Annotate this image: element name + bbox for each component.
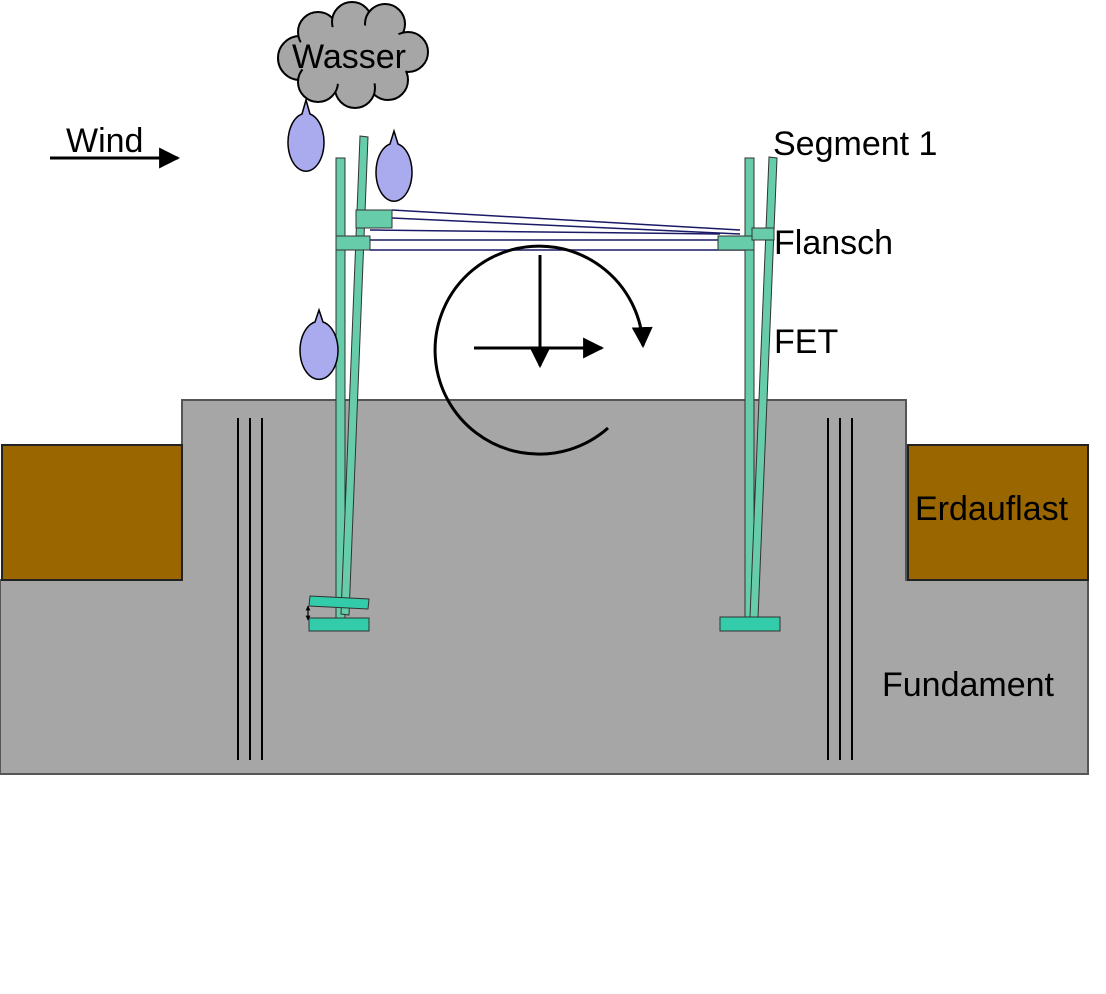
left-foot-plate — [308, 617, 370, 632]
right-flange — [717, 235, 755, 251]
rotation-arrow-icon — [433, 244, 653, 456]
right-flange-upper — [751, 227, 775, 241]
water-drop-icon — [375, 128, 413, 203]
soil-right — [907, 444, 1089, 581]
left-foot-plate-tilted — [308, 595, 370, 610]
anchor-lines-right — [827, 418, 853, 760]
label-wind: Wind — [66, 122, 143, 160]
left-flange-upper — [355, 209, 393, 229]
label-erdauflast: Erdauflast — [915, 490, 1069, 528]
left-flange — [335, 235, 371, 251]
tower-segment-lines — [369, 209, 750, 251]
label-wasser: Wasser — [292, 38, 406, 76]
label-fet: FET — [774, 323, 838, 361]
water-drop-icon — [287, 97, 325, 173]
anchor-lines-left — [237, 418, 263, 760]
right-foot-plate — [719, 616, 781, 632]
label-flansch: Flansch — [774, 224, 893, 262]
label-segment: Segment 1 — [773, 125, 937, 163]
soil-left — [1, 444, 183, 581]
water-drop-icon — [299, 307, 339, 381]
label-fundament: Fundament — [882, 666, 1055, 704]
left-tower-wall-tilted — [340, 135, 369, 616]
